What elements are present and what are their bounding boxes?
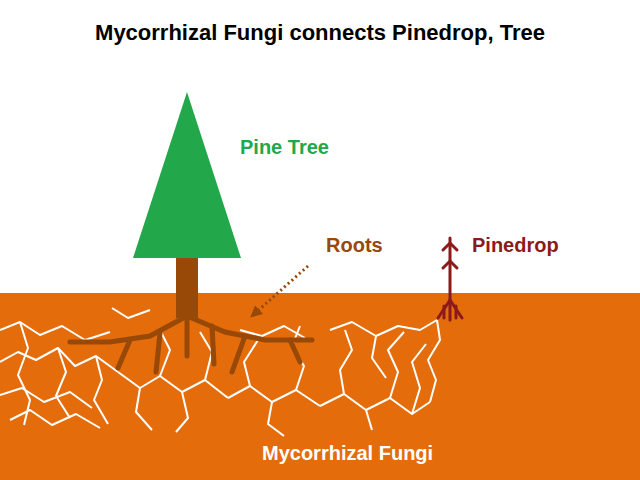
- diagram-title: Mycorrhizal Fungi connects Pinedrop, Tre…: [95, 20, 545, 45]
- roots-label: Roots: [326, 234, 383, 257]
- pinedrop-label: Pinedrop: [472, 234, 559, 257]
- tree-label: Pine Tree: [240, 136, 329, 159]
- pine-canopy: [133, 92, 241, 258]
- fungi-label: Mycorrhizal Fungi: [262, 442, 433, 465]
- leader-arrow: [252, 266, 308, 316]
- fungal-hyphae: [0, 308, 440, 436]
- tree-trunk: [176, 258, 198, 318]
- soil-ground: [0, 293, 640, 480]
- pinedrop-plant: [438, 238, 462, 320]
- tree-roots: [70, 316, 312, 372]
